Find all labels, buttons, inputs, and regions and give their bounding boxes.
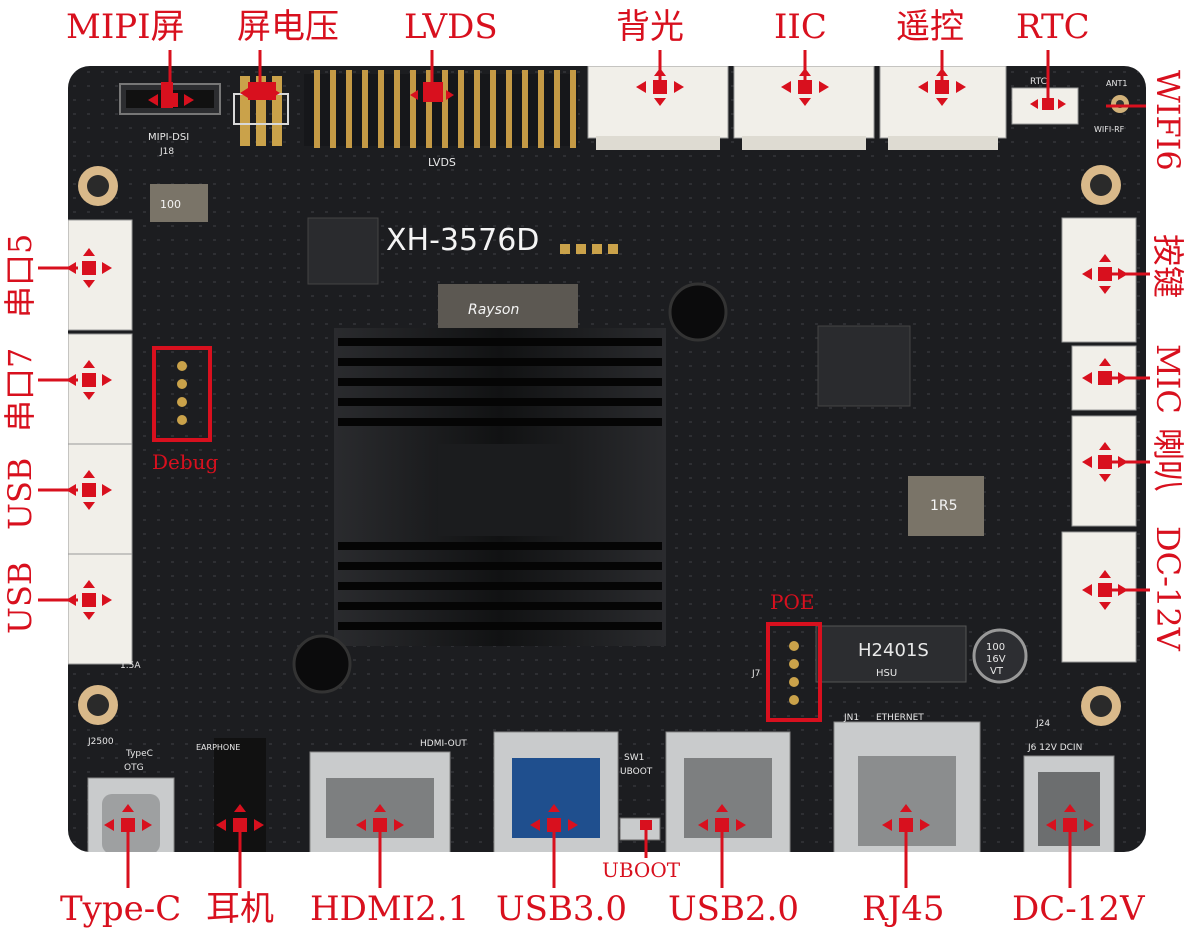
marker-rj45	[882, 804, 930, 832]
model-silk: XH-3576D	[386, 223, 539, 258]
left-connectors: 1.5A	[68, 219, 141, 671]
label-usb2: USB	[1, 561, 39, 634]
marker-usb2	[66, 580, 112, 620]
label-speaker: 喇叭	[1149, 428, 1187, 493]
label-debug: Debug	[152, 450, 219, 474]
svg-text:1R5: 1R5	[930, 498, 958, 514]
label-usb20: USB2.0	[668, 889, 800, 929]
marker-usb20	[698, 804, 746, 832]
marker-uboot	[640, 820, 652, 830]
svg-text:TypeC: TypeC	[125, 749, 153, 759]
marker-mipi	[148, 93, 194, 107]
svg-text:J6 12V DCIN: J6 12V DCIN	[1027, 743, 1082, 753]
svg-text:1.5A: 1.5A	[120, 661, 141, 671]
label-mipi: MIPI屏	[66, 7, 185, 47]
marker-mic	[1082, 358, 1128, 385]
label-uboot: UBOOT	[602, 858, 681, 882]
svg-text:UBOOT: UBOOT	[620, 767, 653, 777]
marker-backlight	[636, 68, 684, 106]
label-hdmi: HDMI2.1	[310, 889, 470, 929]
svg-text:LVDS: LVDS	[428, 156, 456, 169]
svg-text:Rayson: Rayson	[468, 302, 519, 318]
label-typec: Type-C	[60, 889, 182, 929]
marker-voltage	[240, 86, 280, 100]
svg-text:J24: J24	[1035, 719, 1050, 729]
svg-text:RTC: RTC	[1030, 77, 1047, 87]
label-dc12-bottom: DC-12V	[1012, 889, 1145, 929]
label-uart5: 串口5	[1, 233, 39, 318]
svg-text:ETHERNET: ETHERNET	[876, 713, 924, 723]
label-rj45: RJ45	[862, 889, 945, 929]
marker-typec	[104, 804, 152, 832]
marker-iic	[781, 68, 829, 106]
marker-usb30	[530, 804, 578, 832]
label-poe: POE	[770, 590, 815, 614]
svg-text:J2500: J2500	[87, 737, 114, 747]
label-mic: MIC	[1149, 344, 1187, 414]
svg-text:100: 100	[986, 642, 1005, 653]
marker-rtc	[1030, 98, 1066, 110]
label-usb1: USB	[1, 457, 39, 530]
svg-text:H2401S: H2401S	[858, 640, 929, 661]
heatsink	[292, 282, 728, 694]
svg-text:HSU: HSU	[876, 668, 897, 679]
mipi-dsi-silk: MIPI-DSI	[148, 132, 189, 143]
label-dc12-side: DC-12V	[1149, 526, 1187, 651]
right-connectors	[1061, 217, 1137, 663]
label-rtc: RTC	[1016, 7, 1090, 47]
marker-uart5	[66, 248, 112, 288]
svg-text:WIFI-RF: WIFI-RF	[1094, 125, 1125, 134]
marker-uart7	[66, 360, 112, 400]
label-wifi: WIFI6	[1149, 70, 1187, 171]
svg-text:EARPHONE: EARPHONE	[196, 743, 240, 752]
rj45-port: ETHERNET JN1	[833, 713, 981, 852]
svg-text:16V: 16V	[986, 654, 1006, 665]
label-earphone: 耳机	[206, 889, 274, 929]
small-header	[560, 244, 618, 254]
debug-header	[152, 346, 212, 442]
marker-buttons	[1082, 254, 1128, 294]
label-screen-voltage: 屏电压	[237, 7, 339, 47]
svg-text:JN1: JN1	[843, 713, 859, 723]
svg-text:J18: J18	[159, 147, 174, 157]
label-lvds: LVDS	[404, 7, 498, 47]
poe-header: J7	[751, 622, 822, 722]
svg-text:100: 100	[160, 198, 181, 211]
marker-earphone	[216, 804, 264, 832]
marker-lvds	[410, 88, 454, 102]
typec-port: J2500 TypeC OTG	[87, 737, 175, 852]
label-usb30: USB3.0	[496, 889, 628, 929]
label-remote: 遥控	[896, 7, 964, 47]
marker-hdmi	[356, 804, 404, 832]
svg-text:HDMI-OUT: HDMI-OUT	[420, 739, 467, 749]
marker-remote	[918, 68, 966, 106]
marker-dc-bottom	[1046, 804, 1094, 832]
label-iic: IIC	[774, 7, 827, 47]
mounting-holes	[78, 165, 1121, 726]
svg-text:SW1: SW1	[624, 753, 644, 763]
svg-text:VT: VT	[990, 666, 1004, 677]
svg-text:J7: J7	[751, 669, 760, 679]
label-backlight: 背光	[616, 7, 684, 47]
marker-usb1	[66, 470, 112, 510]
label-buttons: 按键	[1149, 234, 1187, 299]
svg-text:ANT1: ANT1	[1106, 79, 1127, 88]
marker-dc-side	[1082, 570, 1128, 610]
marker-speaker	[1082, 442, 1128, 482]
label-uart7: 串口7	[1, 347, 39, 432]
svg-text:OTG: OTG	[124, 763, 144, 773]
